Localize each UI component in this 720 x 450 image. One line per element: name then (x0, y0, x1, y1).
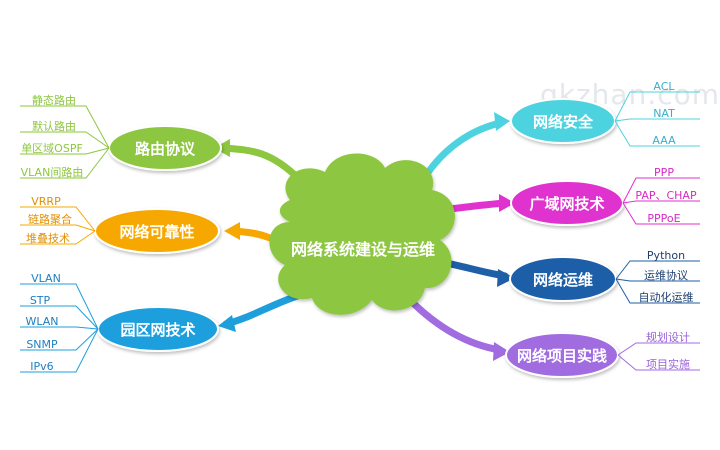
leaves-reliability: VRRP 链路聚合 堆叠技术 (26, 195, 72, 245)
node-wan-label: 广域网技术 (529, 195, 604, 213)
arrowhead-ops (497, 269, 515, 287)
arrowhead-security (494, 112, 510, 131)
arrowhead-campus (218, 315, 236, 332)
node-campus-label: 园区网技术 (120, 321, 195, 339)
leaf-item: IPv6 (30, 360, 53, 373)
node-reliability-label: 网络可靠性 (119, 223, 194, 241)
leaf-item: SNMP (26, 338, 58, 351)
center-label: 网络系统建设与运维 (291, 240, 435, 259)
connector-security (416, 119, 504, 189)
leaf-lines-left (20, 105, 110, 373)
node-security-label: 网络安全 (533, 113, 594, 131)
connector-project (406, 296, 504, 354)
node-reliability: 网络可靠性 (94, 208, 220, 254)
arrowhead-project (493, 342, 510, 361)
node-wan: 广域网技术 (510, 180, 624, 226)
node-routing: 路由协议 (108, 125, 222, 171)
leaf-item: AAA (652, 134, 676, 147)
arrowhead-reliability (224, 222, 240, 240)
leaf-item: PPP (654, 166, 674, 179)
leaves-wan: PPP PAP、CHAP PPPoE (635, 166, 697, 225)
leaf-lines-right (614, 91, 700, 371)
node-ops: 网络运维 (509, 256, 617, 302)
leaves-security: ACL NAT AAA (652, 80, 676, 147)
leaf-item: 默认路由 (32, 119, 76, 133)
leaf-item: 运维协议 (644, 268, 688, 282)
node-project: 网络项目实践 (505, 332, 619, 378)
leaf-item: 单区域OSPF (21, 142, 83, 155)
leaf-item: Python (647, 249, 685, 262)
leaf-item: VRRP (31, 195, 61, 208)
leaf-item: 自动化运维 (639, 290, 694, 304)
leaf-item: 堆叠技术 (26, 232, 70, 245)
leaf-item: ACL (653, 80, 675, 93)
leaf-item: STP (30, 294, 51, 307)
node-project-label: 网络项目实践 (517, 347, 607, 365)
leaf-item: VLAN (31, 272, 61, 285)
node-campus: 园区网技术 (97, 306, 219, 352)
node-ops-label: 网络运维 (533, 271, 593, 289)
node-routing-label: 路由协议 (135, 140, 196, 158)
leaf-item: WLAN (25, 315, 58, 328)
leaf-item: 链路聚合 (28, 212, 72, 226)
center-node: 网络系统建设与运维 (269, 153, 455, 315)
leaf-item: VLAN间路由 (21, 165, 84, 179)
connector-routing (218, 144, 304, 184)
center-cloud-shape (269, 153, 455, 315)
leaves-ops: Python 运维协议 自动化运维 (639, 249, 694, 304)
leaf-item: 静态路由 (32, 93, 76, 107)
leaf-item: PPPoE (647, 212, 680, 225)
leaves-campus: VLAN STP WLAN SNMP IPv6 (25, 272, 60, 373)
arrowhead-wan (499, 194, 515, 212)
leaves-routing: 静态路由 默认路由 单区域OSPF VLAN间路由 (21, 93, 84, 179)
leaves-project: 规划设计 项目实施 (646, 330, 690, 371)
leaf-item: NAT (653, 107, 675, 120)
node-security: 网络安全 (510, 98, 616, 144)
leaf-item: 项目实施 (646, 357, 690, 371)
connector-campus (222, 291, 304, 328)
leaf-item: 规划设计 (646, 330, 690, 344)
leaf-item: PAP、CHAP (635, 189, 697, 202)
